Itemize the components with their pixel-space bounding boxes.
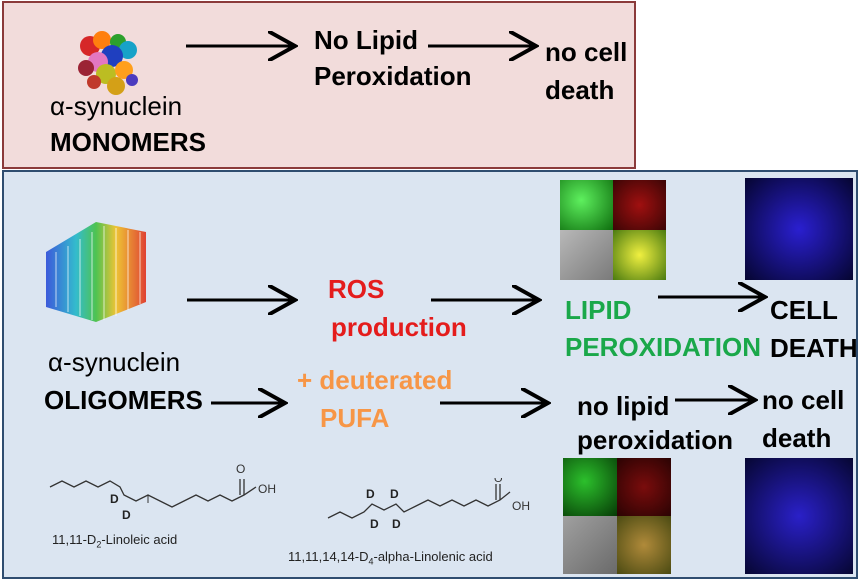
linoleic-oh-label: OH	[258, 482, 276, 496]
ros-label-1: ROS	[328, 274, 385, 304]
linoleic-label-prefix: 11,11-D	[52, 532, 97, 547]
cell-death-label-2: DEATH	[770, 333, 858, 363]
linoleic-d1-label: D	[110, 492, 119, 506]
ros-label-2: production	[331, 312, 467, 342]
oligomers-label: OLIGOMERS	[44, 385, 203, 415]
lipid-peroxidation-label-2: PEROXIDATION	[565, 332, 761, 362]
monomers-label: MONOMERS	[50, 127, 206, 157]
no-cell-death-label-2: death	[545, 75, 615, 105]
linolenic-acid-structure: O OH D D D D	[327, 478, 530, 531]
linolenic-label-prefix: 11,11,14,14-D	[288, 549, 369, 564]
linoleic-label-suffix: -Linoleic acid	[101, 532, 178, 547]
no-cell-death-lower-label-1: no cell	[762, 385, 845, 415]
no-cell-death-lower-label-2: death	[762, 423, 832, 453]
oligomer-protein-image	[46, 222, 146, 322]
no-lipid-peroxidation-lower-label-2: peroxidation	[577, 425, 734, 455]
linolenic-acid-label: 11,11,14,14-D4-alpha-Linolenic acid	[288, 549, 493, 567]
linolenic-d4-label: D	[392, 517, 401, 531]
lipid-peroxidation-label-1: LIPID	[565, 295, 632, 325]
linolenic-oh-label: OH	[512, 499, 530, 513]
linoleic-o-label: O	[236, 462, 245, 476]
linoleic-acid-label: 11,11-D2-Linoleic acid	[52, 532, 177, 550]
lipid-peroxidation-micrograph	[560, 180, 666, 280]
no-lipid-peroxidation-label-1: No Lipid	[314, 25, 418, 55]
no-cell-death-micrograph	[745, 458, 853, 574]
no-cell-death-label-1: no cell	[545, 37, 628, 67]
deuterated-pufa-label-2: PUFA	[320, 403, 390, 433]
no-lipid-peroxidation-lower-label-1: no lipid	[577, 391, 670, 421]
linolenic-label-suffix: -alpha-Linolenic acid	[373, 549, 493, 564]
linolenic-o-label: O	[494, 478, 503, 485]
linolenic-d1-label: D	[366, 487, 375, 501]
linoleic-label-sub: 2	[96, 539, 102, 550]
no-lipid-peroxidation-micrograph	[563, 458, 671, 574]
linolenic-d3-label: D	[390, 487, 399, 501]
cell-death-label-1: CELL	[770, 295, 838, 325]
no-lipid-peroxidation-label-2: Peroxidation	[314, 61, 472, 91]
monomer-alpha-synuclein-label: α-synuclein	[50, 91, 183, 121]
linoleic-d2-label: D	[122, 508, 131, 522]
linolenic-label-sub: 4	[368, 556, 374, 567]
linoleic-acid-structure: O OH D D	[49, 462, 276, 522]
oligomer-alpha-synuclein-label: α-synuclein	[48, 347, 181, 377]
deuterated-pufa-label-1: + deuterated	[297, 365, 453, 395]
monomer-protein-image	[78, 31, 138, 95]
cell-death-micrograph	[745, 178, 853, 280]
linolenic-d2-label: D	[370, 517, 379, 531]
